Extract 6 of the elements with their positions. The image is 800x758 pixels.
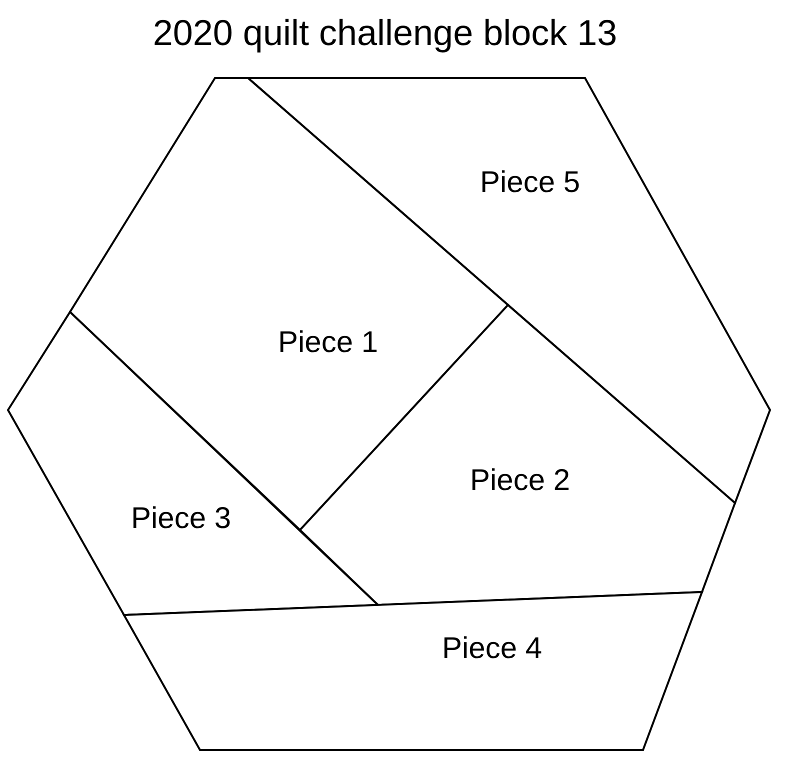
piece-label: Piece 2 bbox=[470, 464, 570, 498]
piece-label: Piece 1 bbox=[278, 326, 378, 360]
piece-label: Piece 5 bbox=[480, 166, 580, 200]
title: 2020 quilt challenge block 13 bbox=[152, 12, 618, 54]
piece-label: Piece 4 bbox=[442, 632, 542, 666]
piece-label: Piece 3 bbox=[130, 502, 232, 536]
